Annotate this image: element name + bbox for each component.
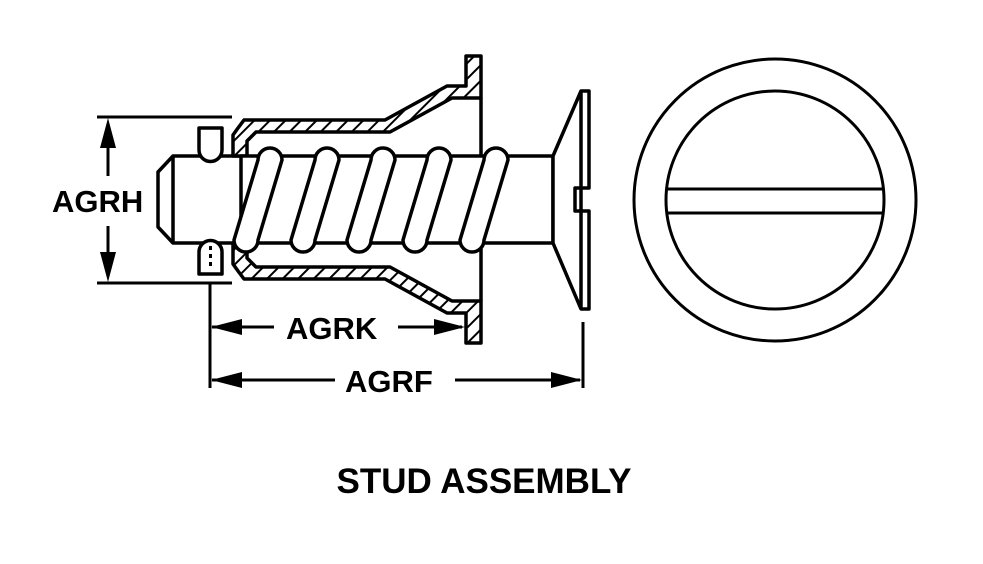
end-view-inner-circle (664, 89, 886, 311)
thread-coil (345, 146, 397, 254)
dimension-agrk: AGRK (208, 283, 465, 388)
agrf-arrowhead-left (211, 372, 242, 388)
cross-pin-top (197, 126, 224, 164)
dimension-agrh: AGRH (52, 115, 232, 285)
agrk-label: AGRK (286, 311, 378, 346)
screw-threads (232, 146, 510, 254)
agrk-arrowhead-right (434, 319, 465, 335)
dimension-agrf: AGRF (211, 322, 585, 399)
end-view (632, 57, 918, 343)
agrh-label: AGRH (52, 184, 143, 219)
agrf-arrowhead-right (551, 372, 582, 388)
screw-countersunk-head (551, 89, 591, 311)
agrh-arrowhead-up (100, 118, 116, 148)
agrf-label: AGRF (345, 364, 433, 399)
figure-title: STUD ASSEMBLY (337, 462, 632, 501)
agrh-arrowhead-down (100, 252, 116, 282)
thread-coil (458, 146, 510, 254)
thread-coil (401, 146, 453, 254)
receptacle-wall-top (231, 54, 483, 158)
side-view (156, 54, 591, 345)
agrk-arrowhead-left (211, 319, 242, 335)
thread-coil (289, 146, 341, 254)
thread-coil (232, 146, 284, 254)
